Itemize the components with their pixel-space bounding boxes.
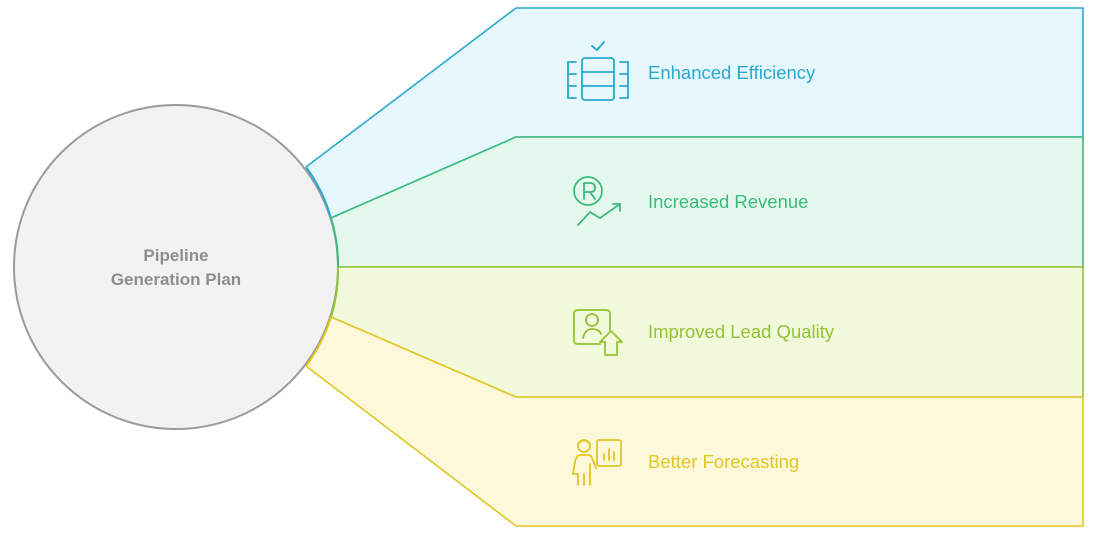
arc-improved-lead-quality bbox=[330, 266, 340, 318]
label-improved-lead-quality: Improved Lead Quality bbox=[648, 321, 835, 342]
lead-quality-icon bbox=[573, 309, 623, 356]
arc-enhanced-efficiency bbox=[305, 166, 332, 219]
label-increased-revenue: Increased Revenue bbox=[648, 191, 808, 212]
band-outline-better-forecasting bbox=[305, 316, 1084, 527]
center-circle bbox=[13, 104, 339, 430]
band-enhanced-efficiency bbox=[306, 8, 1083, 218]
center-title-line2: Generation Plan bbox=[111, 270, 241, 289]
label-better-forecasting: Better Forecasting bbox=[648, 451, 799, 472]
center-title-line1: Pipeline bbox=[143, 246, 208, 265]
revenue-growth-icon bbox=[573, 176, 621, 226]
label-enhanced-efficiency: Enhanced Efficiency bbox=[648, 62, 816, 83]
arc-better-forecasting bbox=[305, 316, 332, 367]
server-check-icon bbox=[567, 41, 629, 101]
band-better-forecasting bbox=[306, 317, 1083, 526]
branch-better-forecasting bbox=[305, 316, 1084, 527]
band-increased-revenue bbox=[331, 137, 1083, 267]
arc-increased-revenue bbox=[330, 217, 340, 268]
band-improved-lead-quality bbox=[331, 267, 1083, 397]
center-node: Pipeline Generation Plan bbox=[13, 104, 340, 430]
forecast-presenter-icon bbox=[572, 439, 622, 486]
